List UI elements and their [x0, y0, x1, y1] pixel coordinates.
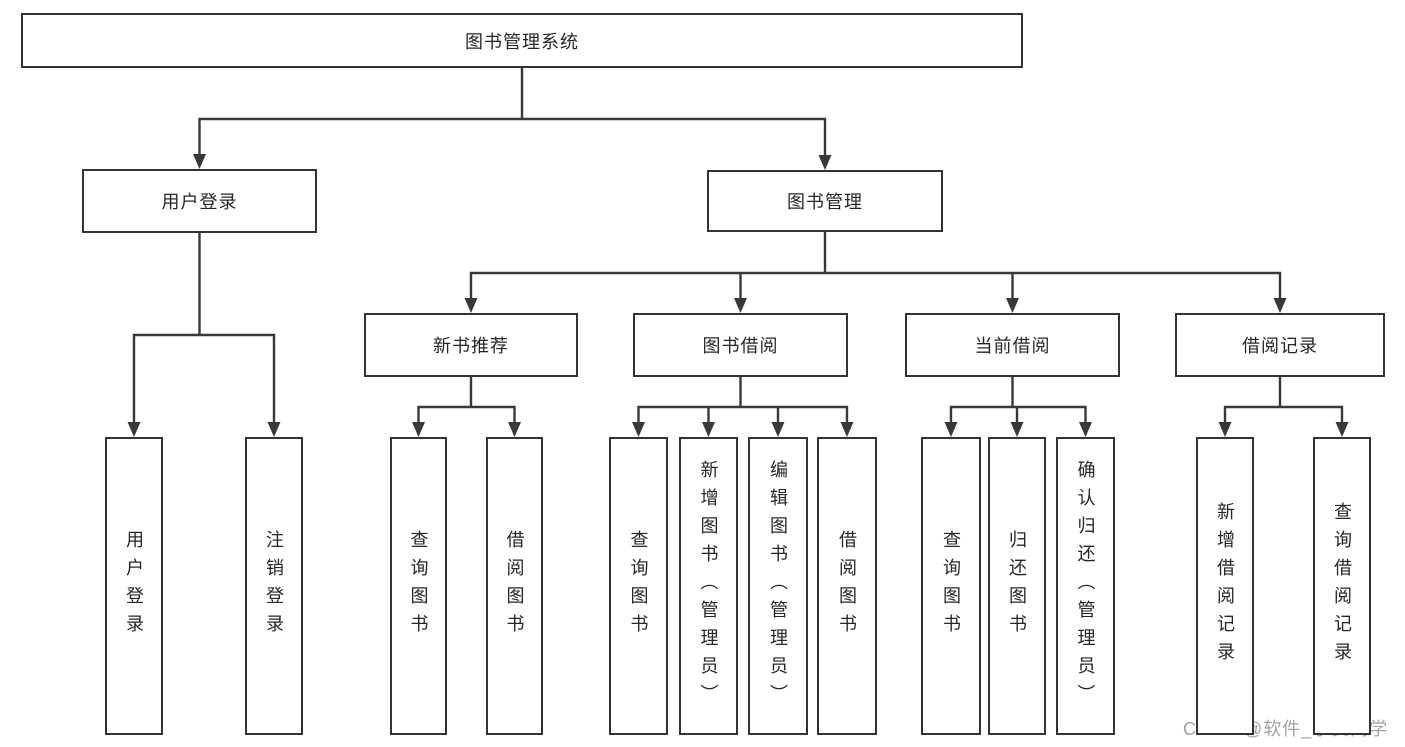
- node-label: 图书管理: [787, 192, 863, 212]
- arrowhead-icon: [1335, 422, 1349, 437]
- node-book-borrow: 图书借阅: [633, 313, 848, 377]
- node-label: 新增借阅记录: [1215, 502, 1235, 670]
- edge-current-borrow: [949, 375, 1087, 427]
- arrowhead-icon: [771, 422, 785, 437]
- node-leaf-cb-query: 查询图书: [921, 437, 981, 735]
- edge-root: [198, 66, 827, 160]
- arrowhead-icon: [1006, 298, 1019, 313]
- node-leaf-cb-return: 归还图书: [988, 437, 1046, 735]
- node-leaf-rec-query: 查询图书: [390, 437, 447, 735]
- node-leaf-br-add: 新增借阅记录: [1196, 437, 1254, 735]
- node-leaf-logout: 注销登录: [245, 437, 303, 735]
- arrowhead-icon: [193, 154, 206, 169]
- node-label: 新书推荐: [433, 336, 509, 356]
- node-current-borrow: 当前借阅: [905, 313, 1120, 377]
- arrowhead-icon: [818, 155, 832, 170]
- arrowhead-icon: [1218, 422, 1232, 437]
- edge-user-login: [132, 231, 276, 427]
- node-leaf-bb-borrow: 借阅图书: [817, 437, 877, 735]
- node-leaf-cb-confirm: 确认归还（管理员）: [1056, 437, 1115, 735]
- node-leaf-bb-add: 新增图书（管理员）: [679, 437, 738, 735]
- node-leaf-br-query: 查询借阅记录: [1313, 437, 1371, 735]
- node-label: 图书借阅: [702, 336, 779, 356]
- node-user-login: 用户登录: [82, 169, 317, 233]
- node-label: 查询借阅记录: [1332, 502, 1352, 670]
- arrowhead-icon: [508, 422, 521, 437]
- arrowhead-icon: [702, 422, 715, 437]
- node-label: 查询图书: [628, 530, 649, 642]
- node-label: 注销登录: [264, 530, 284, 642]
- node-label: 确认归还（管理员）: [1075, 460, 1096, 712]
- edge-new-book-rec: [417, 375, 516, 427]
- node-label: 当前借阅: [974, 336, 1051, 356]
- node-book-mgmt: 图书管理: [707, 170, 943, 232]
- arrowhead-icon: [1273, 298, 1287, 313]
- node-root: 图书管理系统: [21, 13, 1023, 68]
- node-leaf-bb-query: 查询图书: [609, 437, 668, 735]
- edge-book-mgmt: [469, 230, 1282, 303]
- node-label: 编辑图书（管理员）: [768, 460, 788, 712]
- node-label: 借阅图书: [837, 530, 857, 642]
- node-label: 归还图书: [1007, 530, 1027, 642]
- node-label: 用户登录: [161, 192, 238, 212]
- arrowhead-icon: [632, 422, 645, 437]
- node-leaf-bb-edit: 编辑图书（管理员）: [748, 437, 808, 735]
- node-label: 查询图书: [408, 530, 429, 642]
- edge-book-borrow: [637, 375, 849, 427]
- node-borrow-record: 借阅记录: [1175, 313, 1385, 377]
- arrowhead-icon: [1079, 422, 1092, 437]
- arrowhead-icon: [840, 422, 854, 437]
- arrowhead-icon: [267, 422, 281, 437]
- arrowhead-icon: [464, 298, 478, 313]
- arrowhead-icon: [944, 422, 958, 437]
- node-leaf-user-login: 用户登录: [105, 437, 163, 735]
- node-label: 用户登录: [124, 530, 144, 642]
- node-label: 借阅图书: [504, 530, 525, 642]
- arrowhead-icon: [412, 422, 425, 437]
- node-new-book-rec: 新书推荐: [364, 313, 578, 377]
- node-label: 图书管理系统: [465, 31, 579, 52]
- node-label: 新增图书（管理员）: [698, 460, 719, 712]
- arrowhead-icon: [127, 422, 141, 437]
- arrowhead-icon: [1010, 422, 1024, 437]
- node-leaf-rec-borrow: 借阅图书: [486, 437, 543, 735]
- edge-borrow-record: [1223, 375, 1344, 427]
- arrowhead-icon: [734, 298, 747, 313]
- node-label: 查询图书: [941, 530, 961, 642]
- node-label: 借阅记录: [1242, 336, 1318, 356]
